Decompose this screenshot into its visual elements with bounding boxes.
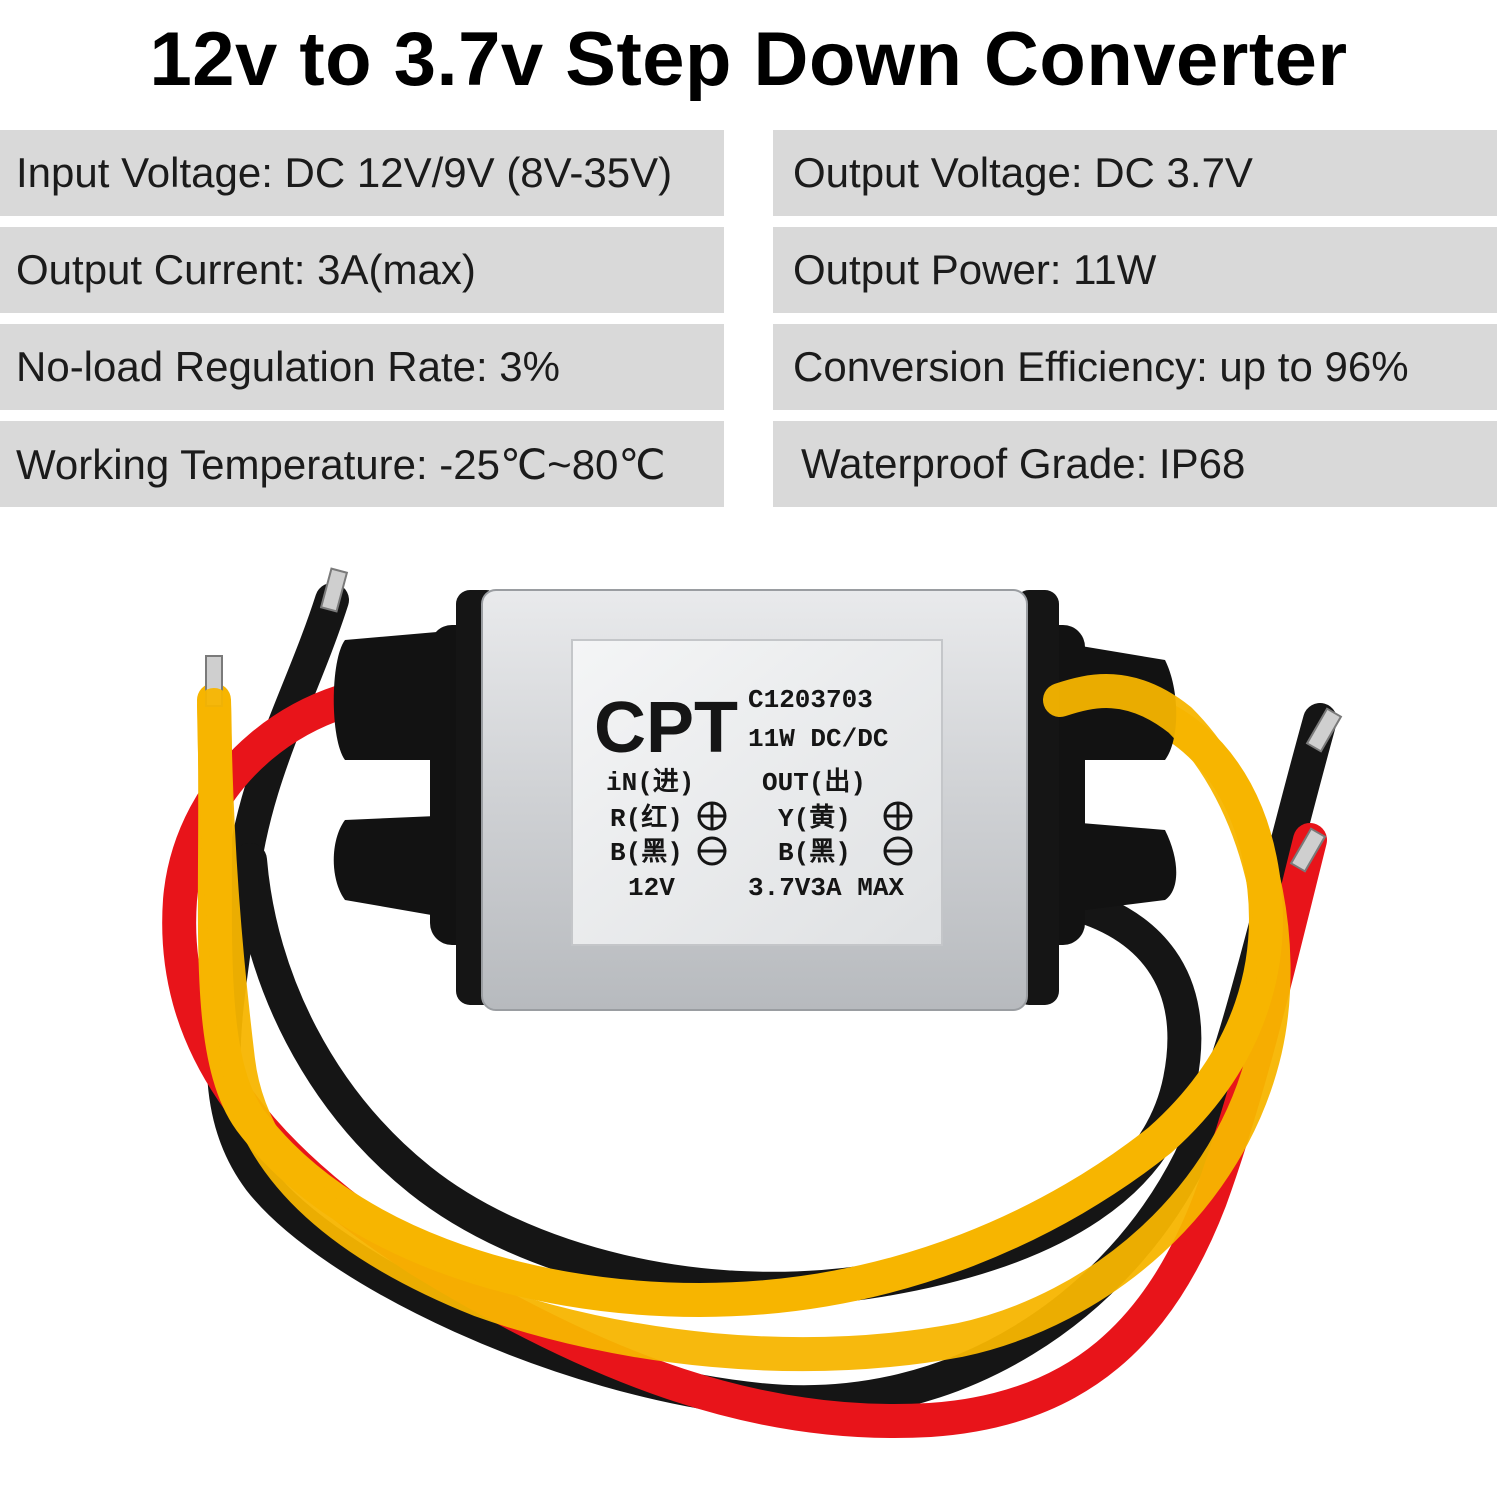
label-model: C1203703 (748, 685, 873, 715)
yellow-input-wire (197, 674, 1291, 1372)
out-positive-icon (883, 801, 913, 831)
label-in-voltage: 12V (628, 873, 675, 903)
spec-output-power: Output Power: 11W (773, 227, 1497, 313)
spec-regulation-rate: No-load Regulation Rate: 3% (0, 324, 724, 410)
label-type: 11W DC/DC (748, 724, 888, 754)
label-brand: CPT (594, 688, 738, 768)
spec-output-voltage: Output Voltage: DC 3.7V (773, 130, 1497, 216)
spec-waterproof-grade: Waterproof Grade: IP68 (773, 421, 1497, 507)
spec-conversion-efficiency: Conversion Efficiency: up to 96% (773, 324, 1497, 410)
label-out-rating: 3.7V3A MAX (748, 873, 904, 903)
spec-output-current: Output Current: 3A(max) (0, 227, 724, 313)
spec-input-voltage: Input Voltage: DC 12V/9V (8V-35V) (0, 130, 724, 216)
label-in-black: B(黑) (610, 837, 683, 868)
converter-product-photo: CPT C1203703 11W DC/DC iN(进) R(红) B(黑) 1… (162, 567, 1343, 1439)
label-in-header: iN(进) (606, 767, 694, 798)
label-in-red: R(红) (610, 802, 683, 834)
left-mounting-ear-top (333, 630, 460, 760)
page-title: 12v to 3.7v Step Down Converter (149, 17, 1348, 102)
spec-working-temperature: Working Temperature: -25℃~80℃ (0, 421, 724, 507)
label-out-yellow: Y(黄) (778, 803, 851, 834)
left-mounting-ear-bottom (333, 815, 460, 920)
black-output-wire-tip (1305, 707, 1343, 753)
label-out-black: B(黑) (778, 837, 851, 868)
out-negative-icon (883, 836, 913, 866)
label-out-header: OUT(出) (762, 767, 866, 798)
in-positive-icon (697, 801, 727, 831)
black-wire-tip (319, 567, 349, 613)
product-label (571, 639, 943, 946)
red-output-wire-tip (1289, 827, 1327, 873)
in-negative-icon (697, 836, 727, 866)
